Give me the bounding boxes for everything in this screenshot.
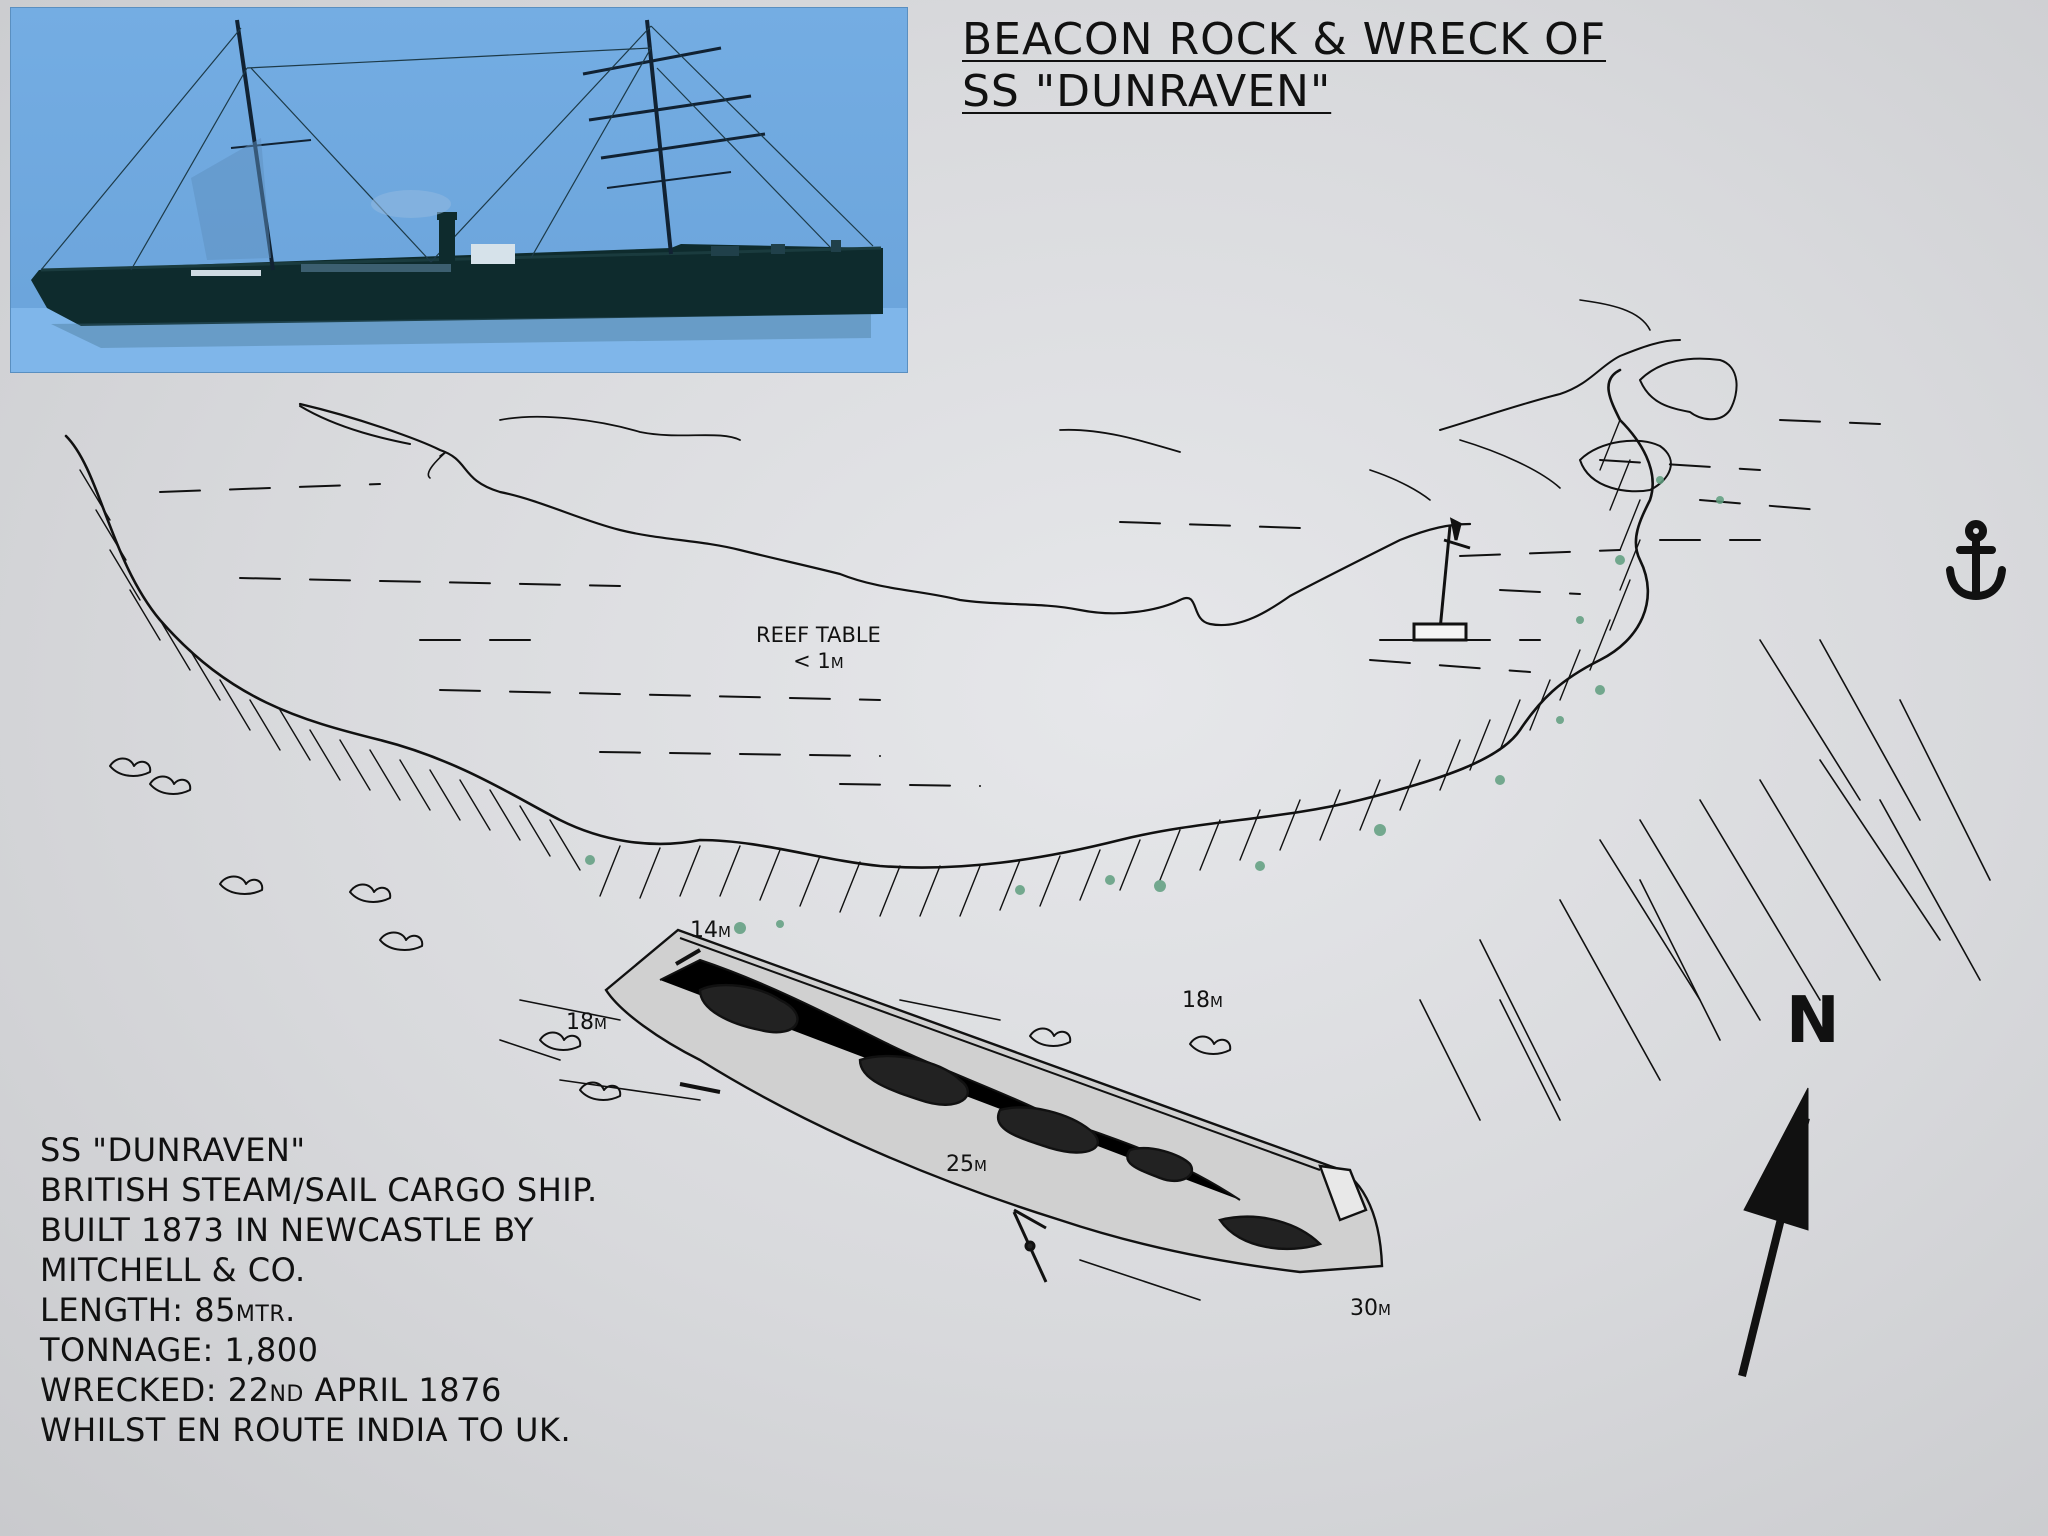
- title-line-2: SS "DUNRAVEN": [962, 66, 1332, 117]
- reef-table-depth: < 1m: [793, 649, 844, 673]
- info-line: LENGTH: 85mtr.: [40, 1291, 296, 1329]
- info-line: BUILT 1873 IN NEWCASTLE BY: [40, 1211, 534, 1249]
- title-line-1: BEACON ROCK & WRECK OF: [962, 14, 1607, 65]
- shipwreck: [604, 928, 1384, 1274]
- info-line: BRITISH STEAM/SAIL CARGO SHIP.: [40, 1171, 598, 1209]
- info-line: WHILST EN ROUTE INDIA TO UK.: [40, 1411, 572, 1449]
- info-line: WRECKED: 22nd APRIL 1876: [40, 1371, 502, 1409]
- north-label: N: [1786, 984, 1840, 1058]
- ship-photo: [10, 7, 908, 373]
- reef-edge: [64, 368, 1654, 869]
- beacon-icon: [1412, 517, 1471, 642]
- north-arrow-icon: [1738, 1087, 1810, 1377]
- reef-table-label: REEF TABLE < 1m: [756, 622, 881, 674]
- fallen-mast: [1012, 1211, 1048, 1283]
- ship-illustration: [11, 8, 907, 372]
- map-title: BEACON ROCK & WRECK OF SS "DUNRAVEN": [962, 14, 1606, 118]
- depth-label-14m: 14m: [690, 918, 731, 943]
- depth-label-25m: 25m: [946, 1152, 987, 1177]
- depth-label-18m-left: 18m: [566, 1010, 607, 1035]
- info-line: SS "DUNRAVEN": [40, 1131, 306, 1169]
- reef-table-name: REEF TABLE: [756, 623, 881, 647]
- info-line: MITCHELL & CO.: [40, 1251, 306, 1289]
- wreck-info: SS "DUNRAVEN" BRITISH STEAM/SAIL CARGO S…: [40, 1130, 598, 1450]
- depth-label-18m-right: 18m: [1182, 988, 1223, 1013]
- depth-label-30m: 30m: [1350, 1296, 1391, 1321]
- anchor-icon: [1946, 520, 2006, 601]
- info-line: TONNAGE: 1,800: [40, 1331, 319, 1369]
